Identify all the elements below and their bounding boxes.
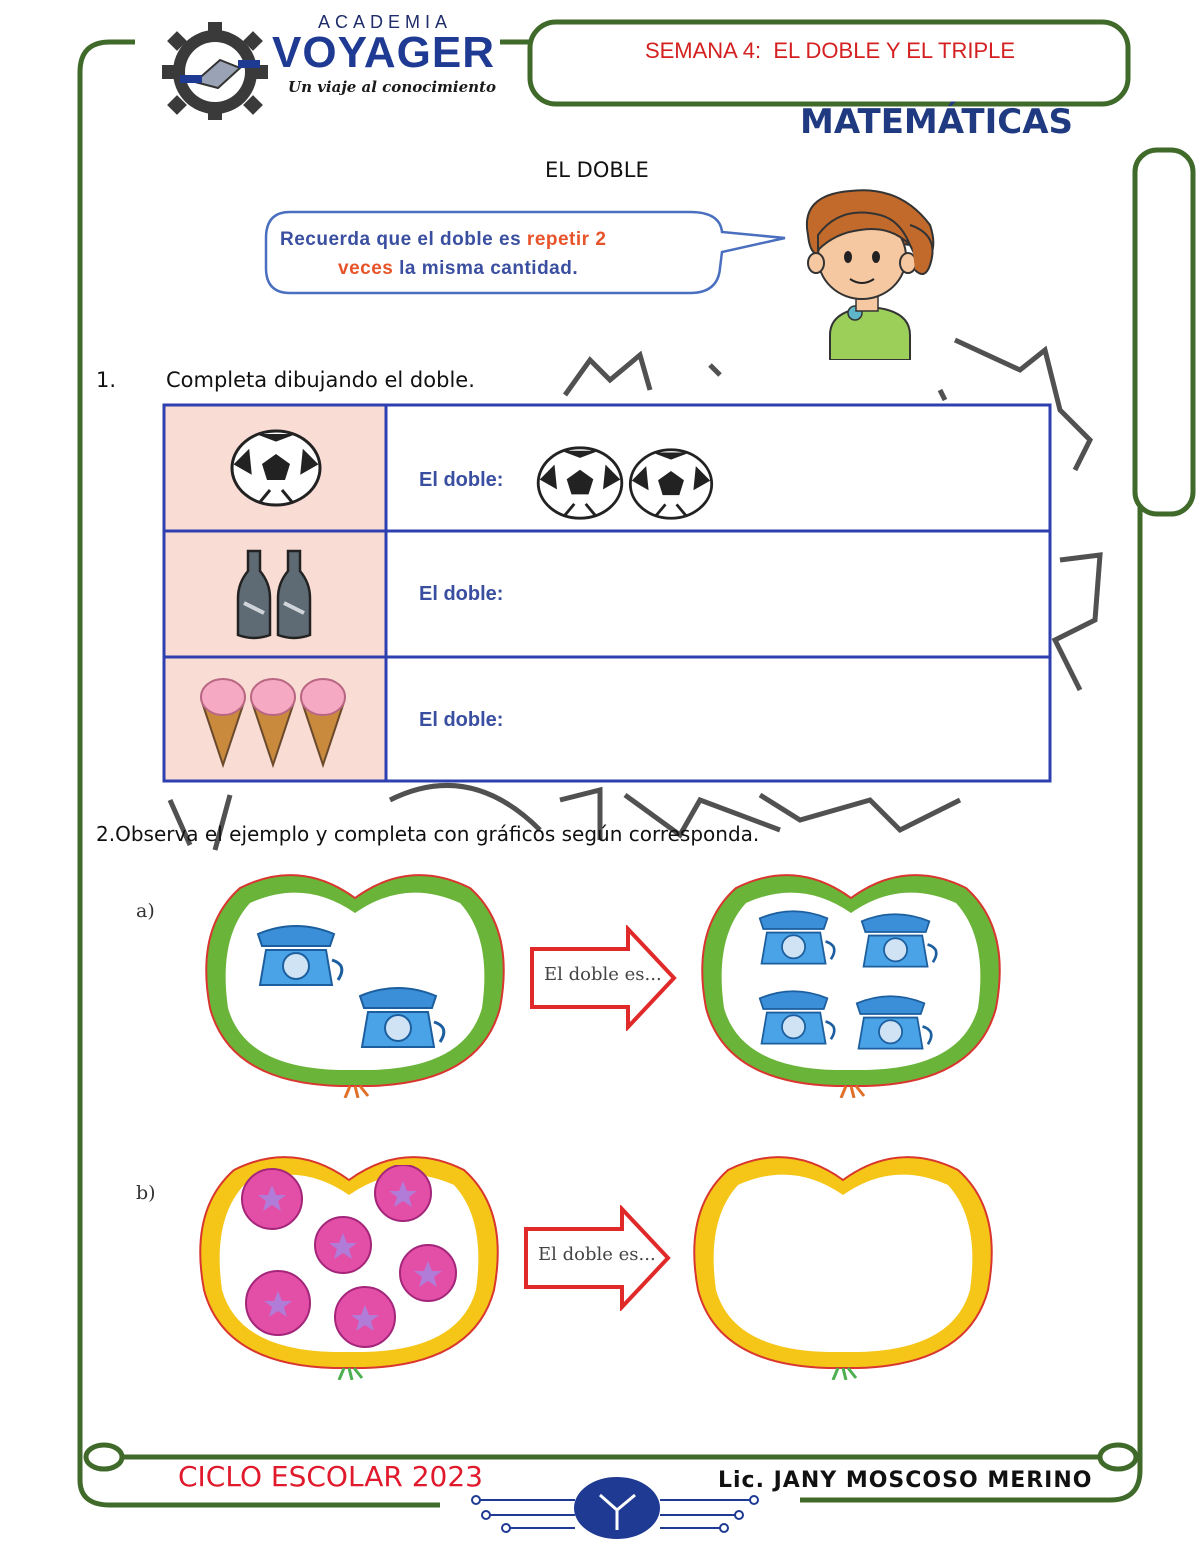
reminder-part1: Recuerda que el doble es (280, 229, 527, 250)
apple-frame-left-a (205, 874, 505, 1098)
footer-teacher: Lic. JANY MOSCOSO MERINO (718, 1468, 1093, 1493)
exercise2-instruction: 2.Observa el ejemplo y completa con gráf… (96, 822, 760, 846)
exercise1-text: Completa dibujando el doble. (166, 368, 475, 392)
gear-logo-icon (162, 22, 268, 120)
week-topic: EL DOBLE Y EL TRIPLE (773, 38, 1016, 63)
header-box (527, 19, 1131, 107)
arrow-a-text: El doble es... (544, 964, 662, 985)
soccer-ball-icon (230, 429, 322, 507)
example-b-label: b) (136, 1182, 156, 1204)
arrow-a (530, 925, 677, 1031)
exercise1-table: El doble: El doble: El doble: (162, 403, 1052, 783)
reminder-part2: la misma cantidad. (393, 258, 579, 279)
reminder-text: Recuerda que el doble es repetir 2 veces… (280, 225, 720, 283)
logo-academia-text: ACADEMIA (317, 12, 453, 32)
footer-cycle: CICLO ESCOLAR 2023 (178, 1460, 483, 1493)
week-label: SEMANA 4: (644, 38, 762, 63)
arrow-b (524, 1205, 671, 1311)
section-title: EL DOBLE (545, 158, 649, 182)
speech-bubble (264, 210, 786, 295)
side-tab (1132, 147, 1196, 517)
row2-label: El doble: (419, 583, 504, 605)
sketch-background (167, 337, 1103, 851)
bottle-icon (236, 549, 312, 640)
week-title: SEMANA 4: EL DOBLE Y EL TRIPLE (560, 38, 1100, 64)
logo-voyager-text: VOYAGER (272, 28, 496, 77)
reminder-highlight1: repetir 2 (526, 229, 607, 250)
logo-tagline: Un viaje al conocimiento (288, 78, 497, 96)
row3-label: El doble: (419, 709, 504, 731)
arrow-b-text: El doble es... (538, 1244, 656, 1265)
circuit-emblem (471, 1477, 759, 1539)
telephone-icon (358, 987, 446, 1048)
apple-frame-right-b (693, 1156, 993, 1380)
soccer-ball-icon (628, 448, 714, 520)
example-a-label: a) (136, 900, 155, 922)
apple-frame-right-a (701, 874, 1001, 1098)
girl-illustration (805, 189, 935, 360)
ice-cream-icon (200, 678, 346, 768)
telephone-icon (758, 990, 836, 1045)
reminder-highlight2: veces (338, 258, 394, 279)
soccer-ball-icon (536, 446, 624, 520)
telephone-icon (860, 913, 938, 968)
row1-label: El doble: (419, 469, 504, 491)
telephone-icon (256, 925, 344, 986)
balls-group (241, 1165, 457, 1348)
telephone-icon (855, 995, 933, 1050)
telephone-icon (758, 910, 836, 965)
exercise1-number: 1. (96, 368, 117, 392)
exercise1-instruction: 1. Completa dibujando el doble. (96, 368, 475, 392)
subject-title: MATEMÁTICAS (800, 102, 1074, 142)
